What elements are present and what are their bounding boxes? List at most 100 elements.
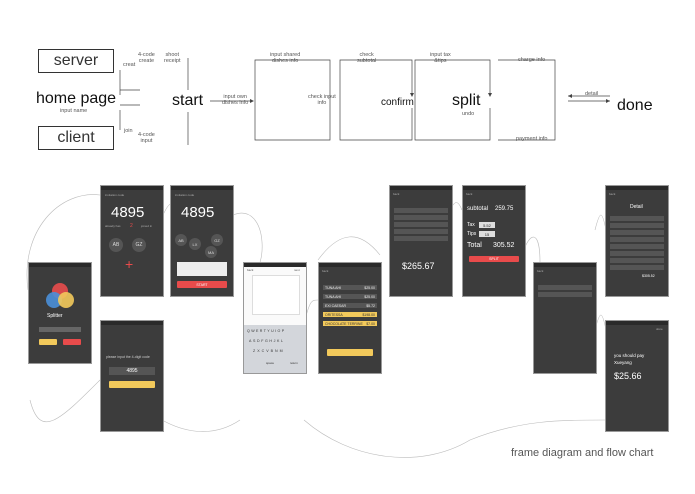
screen-confirm: back $265.67: [389, 185, 453, 297]
table-row: [610, 230, 664, 235]
table-row: [610, 216, 664, 221]
server-box: server: [38, 49, 114, 73]
avatar-ma: MA: [208, 249, 214, 255]
code-input-label: 4-code input: [138, 132, 155, 144]
keyboard-row-3[interactable]: ZXCVBNM: [253, 349, 285, 353]
screen-detail: back Detail $305.52: [605, 185, 669, 297]
server-label: server: [53, 52, 99, 69]
avatar: AB: [109, 238, 123, 252]
table-row: [610, 244, 664, 249]
screen-split: back subtotal 259.75 Tax 5.52 Tips 15 To…: [462, 185, 526, 297]
subtotal-label: subtotal: [467, 206, 489, 212]
back-link[interactable]: back: [466, 192, 473, 196]
already-has-label: already has: [105, 224, 121, 228]
tax-label: Tax: [467, 222, 475, 228]
caption: frame diagram and flow chart: [511, 447, 654, 459]
subtotal-value: 259.75: [495, 206, 514, 212]
start-node: start: [172, 92, 204, 109]
screen-dish-list: back TUNA AHI$25.00 TUNA AHI$25.00 EXI C…: [318, 262, 382, 374]
avatar-gz-2: GZ: [214, 237, 220, 243]
dish-name: ORITESSA: [325, 312, 343, 317]
confirm-dishes-button[interactable]: [327, 349, 373, 356]
list-item[interactable]: TUNA AHI $25.00: [323, 285, 377, 290]
keyboard-row-2[interactable]: ASDFGHJKL: [249, 339, 285, 343]
avatar-gz: GZ: [135, 242, 143, 248]
screen-server-code: invitation code 4895 already has 2 joine…: [100, 185, 164, 297]
back-link[interactable]: back: [393, 192, 400, 196]
back-link[interactable]: back: [537, 269, 544, 273]
please-input-label: please input the 4-digit code: [106, 355, 150, 359]
dish-name: TUNA AHI: [325, 285, 341, 290]
split-node: split: [452, 92, 481, 109]
shoot-receipt-label: shoot receipt: [164, 52, 181, 64]
done-node: done: [617, 97, 653, 114]
dish-name: CHOCOLATE TERRINE: [325, 321, 363, 326]
server-code-2: 4895: [181, 204, 215, 221]
screen-server-receipt: invitation code 4895 AB LX GZ MA START: [170, 185, 234, 297]
dish-price: $5.72: [366, 303, 375, 308]
start-button-label: START: [196, 282, 208, 287]
code-input-field[interactable]: 4895: [109, 367, 155, 375]
input-own-label: input own dishes info: [222, 94, 249, 106]
tips-label: Tips: [467, 231, 477, 237]
create-button[interactable]: [39, 339, 57, 345]
detail-total: $305.52: [642, 274, 655, 278]
done-link[interactable]: done: [656, 327, 663, 331]
table-row: [610, 258, 664, 263]
dish-price: $7.00: [366, 321, 375, 326]
input-tax-label: input tax &tips: [430, 52, 451, 64]
receipt-photo: [252, 275, 300, 315]
join-button[interactable]: [63, 339, 81, 345]
total-label: Total: [467, 242, 482, 249]
list-item: [538, 292, 592, 297]
add-receipt-icon[interactable]: +: [125, 256, 134, 272]
creat-label: creat: [123, 62, 136, 68]
table-row: [610, 237, 664, 242]
table-row: [610, 251, 664, 256]
return-key[interactable]: return: [290, 361, 298, 365]
screen-home: Splitter: [28, 262, 92, 364]
split-button-label: SPLIT: [489, 257, 499, 261]
check-subtotal-label: check subtotal: [357, 52, 377, 64]
code-create-label: 4-code create: [138, 52, 155, 64]
back-link[interactable]: back: [247, 268, 254, 272]
list-item: [394, 215, 448, 220]
pay-amount: $25.66: [614, 371, 642, 381]
you-should-pay-label: you should pay: [614, 353, 645, 358]
tax-input[interactable]: 5.52: [479, 222, 495, 228]
dish-price: $25.00: [364, 285, 375, 290]
home-page-node: home page: [36, 90, 117, 107]
keyboard-row-1[interactable]: QWERTYUIOP: [247, 329, 286, 333]
keyboard[interactable]: QWERTYUIOP ASDFGHJKL ZXCVBNM space retur…: [244, 325, 306, 373]
name-input[interactable]: [39, 327, 81, 332]
space-key[interactable]: space: [266, 361, 275, 365]
tips-value: 15: [484, 231, 490, 237]
next-link[interactable]: next: [294, 268, 300, 272]
check-input-label: check input info: [308, 94, 336, 106]
join-confirm-button[interactable]: [109, 381, 155, 388]
tips-input[interactable]: 15: [479, 231, 495, 237]
input-shared-label: input shared dishes info: [270, 52, 301, 64]
list-item[interactable]: TUNA AHI$25.00: [323, 294, 377, 299]
dish-price: $198.00: [362, 312, 375, 317]
list-item[interactable]: CHOCOLATE TERRINE$7.00: [323, 321, 377, 326]
back-link[interactable]: back: [322, 269, 329, 273]
avatar: LX: [189, 238, 201, 250]
screen-input-dishes: back next QWERTYUIOP ASDFGHJKL ZXCVBNM s…: [243, 262, 307, 374]
payment-info-label: payment info: [516, 136, 548, 142]
screen-charge-info: back: [533, 262, 597, 374]
input-name-label: input name: [60, 108, 88, 114]
split-button[interactable]: SPLIT: [469, 256, 519, 262]
charge-info-label: charge info: [518, 57, 546, 63]
back-link[interactable]: back: [609, 192, 616, 196]
list-item[interactable]: EXI CAESAR$5.72: [323, 303, 377, 308]
start-button[interactable]: START: [177, 281, 227, 288]
list-item[interactable]: ORITESSA $198.00: [323, 312, 377, 317]
client-code: 4895: [126, 368, 138, 374]
dish-price: $25.00: [364, 294, 375, 299]
avatar: GZ: [132, 238, 146, 252]
avatar-lx: LX: [192, 241, 198, 247]
client-label: client: [57, 129, 95, 146]
joined-label: joined in: [141, 224, 153, 228]
server-code: 4895: [111, 204, 145, 221]
